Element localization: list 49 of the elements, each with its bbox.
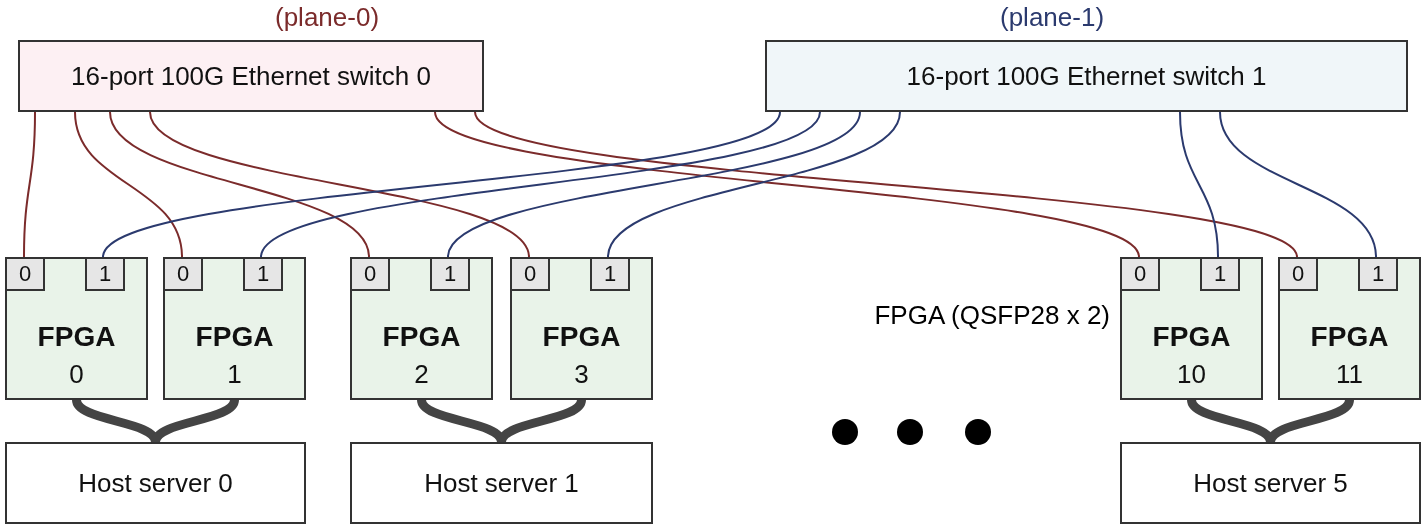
- cable: [447, 111, 861, 258]
- port-box: 1: [430, 259, 470, 291]
- card-heading: FPGA: [194, 321, 275, 353]
- card-heading: FPGA: [36, 321, 117, 353]
- port-box: 1: [1358, 259, 1398, 291]
- port-box: 0: [352, 259, 390, 291]
- cable: [260, 111, 821, 258]
- plane-label: (plane-1): [1000, 2, 1105, 33]
- fpga-card: [1120, 257, 1263, 400]
- port-box: 0: [7, 259, 45, 291]
- cable: [149, 111, 530, 258]
- port-box: 0: [165, 259, 203, 291]
- server-box: Host server 0: [5, 442, 306, 524]
- fpga-card: [510, 257, 653, 400]
- port-box: 1: [85, 259, 125, 291]
- card-number: 11: [1335, 359, 1364, 390]
- cable: [607, 111, 901, 258]
- plane-label: (plane-0): [275, 2, 380, 33]
- switch-box: 16-port 100G Ethernet switch 0: [18, 40, 484, 112]
- port-box: 0: [512, 259, 550, 291]
- server-box: Host server 1: [350, 442, 653, 524]
- card-number: 3: [573, 359, 590, 390]
- cable: [1219, 111, 1377, 258]
- cable: [1179, 111, 1219, 258]
- card-number: 10: [1176, 359, 1207, 390]
- port-box: 0: [1122, 259, 1160, 291]
- port-box: 1: [1200, 259, 1240, 291]
- card-heading: FPGA: [541, 321, 622, 353]
- fpga-card: [1278, 257, 1421, 400]
- note-text: FPGA (QSFP28 x 2): [874, 300, 1110, 331]
- card-heading: FPGA: [1151, 321, 1232, 353]
- switch-box: 16-port 100G Ethernet switch 1: [765, 40, 1408, 112]
- card-heading: FPGA: [381, 321, 462, 353]
- fpga-card: [163, 257, 306, 400]
- cable: [23, 111, 36, 258]
- fpga-card: [350, 257, 493, 400]
- card-number: 0: [68, 359, 85, 390]
- port-box: 1: [243, 259, 283, 291]
- port-box: 0: [1280, 259, 1318, 291]
- server-box: Host server 5: [1120, 442, 1421, 524]
- card-heading: FPGA: [1309, 321, 1390, 353]
- cable: [74, 111, 183, 258]
- card-number: 2: [413, 359, 430, 390]
- port-box: 1: [590, 259, 630, 291]
- cable: [109, 111, 370, 258]
- cable: [102, 111, 781, 258]
- cable: [434, 111, 1140, 258]
- card-number: 1: [226, 359, 243, 390]
- fpga-card: [5, 257, 148, 400]
